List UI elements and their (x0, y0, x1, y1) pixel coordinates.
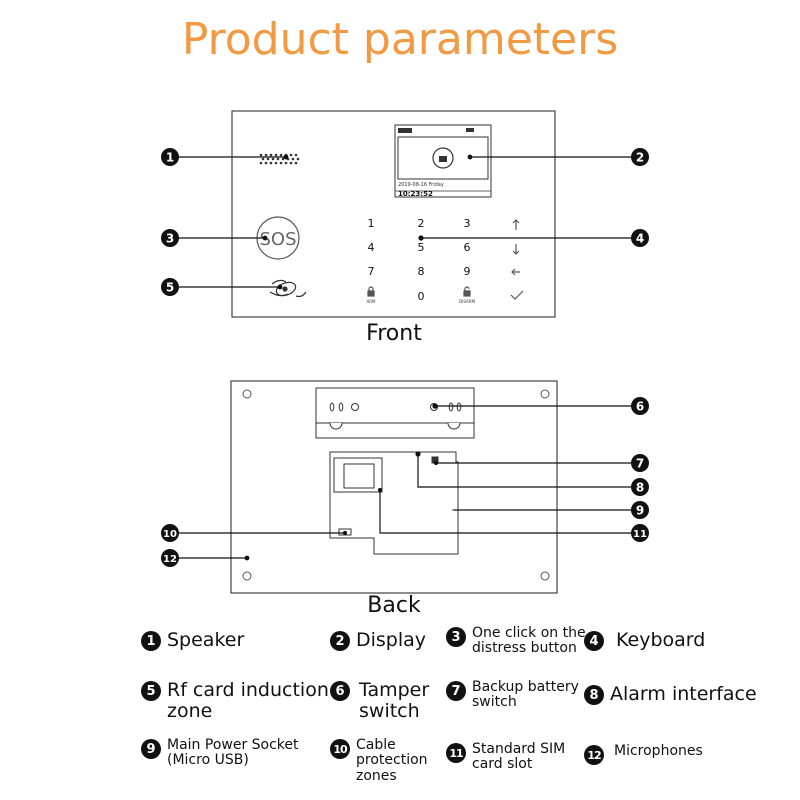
legend-item-5: 5 Rf card induction zone (141, 680, 329, 722)
display-screen: 2019-08-16 Friday 10:23:52 (394, 124, 492, 198)
key-9: 9 (464, 265, 471, 278)
keypad-icons (367, 219, 524, 300)
svg-text:10: 10 (163, 529, 177, 540)
legend-text: Standard SIM card slot (472, 741, 566, 773)
legend-number: 9 (141, 739, 161, 759)
legend-item-3: 3 One click on the distress button (446, 625, 586, 657)
legend-number: 4 (584, 631, 604, 651)
legend-text: Alarm interface (610, 683, 757, 705)
legend-item-12: 12 Microphones (584, 743, 703, 765)
callout-11: 11 (631, 524, 649, 542)
back-icon (511, 268, 520, 276)
callout-6: 6 (631, 397, 649, 415)
callout-1: 1 (161, 148, 179, 166)
legend-number: 3 (446, 627, 466, 647)
svg-text:3: 3 (166, 232, 174, 246)
legend-text: Tamper switch (359, 679, 430, 722)
callout-5: 5 (161, 278, 179, 296)
svg-text:4: 4 (636, 232, 644, 246)
key-0: 0 (418, 290, 425, 303)
legend-number: 12 (584, 745, 604, 765)
legend-item-7: 7 Backup battery switch (446, 679, 579, 711)
callout-7: 7 (631, 454, 649, 472)
legend-number: 5 (141, 681, 161, 701)
legend-number: 11 (446, 743, 466, 763)
legend-item-8: 8 Alarm interface (584, 684, 757, 705)
screen-time: 10:23:52 (398, 190, 433, 198)
key-5: 5 (418, 241, 425, 254)
arm-label: ARM (367, 299, 377, 304)
disarm-label: DISARM (459, 299, 475, 304)
tamper-switch-block (315, 387, 475, 439)
svg-text:2: 2 (636, 151, 644, 165)
legend-item-4: 4 Keyboard (584, 630, 705, 651)
legend-number: 10 (330, 739, 350, 759)
legend-item-1: 1 Speaker (141, 630, 244, 651)
key-7: 7 (368, 265, 375, 278)
legend-text: Microphones (614, 743, 703, 759)
speaker-grille-icon (259, 153, 300, 165)
key-2: 2 (418, 217, 425, 230)
callout-4: 4 (631, 229, 649, 247)
callout-12: 12 (161, 549, 179, 567)
legend-item-9: 9 Main Power Socket (Micro USB) (141, 737, 299, 769)
keypad: 1 2 3 4 5 6 7 8 9 0 (368, 217, 471, 303)
legend-text: Speaker (167, 629, 245, 651)
arm-lock-icon (367, 290, 375, 297)
arrow-up-icon (512, 219, 520, 230)
legend-item-11: 11 Standard SIM card slot (446, 741, 566, 773)
front-caption: Front (366, 321, 422, 346)
arrow-down-icon (512, 244, 520, 255)
key-3: 3 (464, 217, 471, 230)
key-8: 8 (418, 265, 425, 278)
svg-text:5: 5 (166, 281, 174, 295)
callout-8: 8 (631, 478, 649, 496)
legend-text: Keyboard (616, 629, 706, 651)
legend-number: 6 (330, 681, 350, 701)
sos-label: SOS (259, 229, 296, 250)
legend-text: Rf card induction zone (167, 679, 329, 722)
key-4: 4 (368, 241, 375, 254)
legend-text: Main Power Socket (Micro USB) (167, 737, 299, 769)
svg-text:7: 7 (636, 457, 644, 471)
callout-2: 2 (631, 148, 649, 166)
legend-item-10: 10 Cable protection zones (330, 737, 428, 784)
legend-text: Display (356, 629, 427, 651)
disarm-lock-icon (463, 290, 471, 297)
svg-text:1: 1 (166, 151, 174, 165)
page-title: Product parameters (181, 14, 619, 65)
legend-number: 1 (141, 631, 161, 651)
callout-9: 9 (631, 501, 649, 519)
svg-text:8: 8 (636, 481, 644, 495)
legend-text: One click on the distress button (472, 625, 586, 657)
legend-item-2: 2 Display (330, 630, 426, 651)
legend-number: 7 (446, 681, 466, 701)
callout-3: 3 (161, 229, 179, 247)
legend-number: 2 (330, 631, 350, 651)
legend-number: 8 (584, 685, 604, 705)
svg-text:12: 12 (163, 554, 177, 565)
screen-date: 2019-08-16 Friday (398, 182, 444, 188)
legend-text: Backup battery switch (472, 679, 579, 711)
back-caption: Back (367, 593, 421, 618)
key-6: 6 (464, 241, 471, 254)
svg-text:6: 6 (636, 400, 644, 414)
legend-item-6: 6 Tamper switch (330, 680, 429, 722)
callout-badges: 1 2 3 4 5 6 7 8 9 10 11 12 (161, 148, 649, 567)
svg-text:9: 9 (636, 504, 644, 518)
key-1: 1 (368, 217, 375, 230)
legend-text: Cable protection zones (356, 737, 428, 784)
callout-10: 10 (161, 524, 179, 542)
rf-card-icon (269, 279, 307, 298)
svg-text:11: 11 (633, 529, 647, 540)
check-icon (510, 290, 524, 300)
